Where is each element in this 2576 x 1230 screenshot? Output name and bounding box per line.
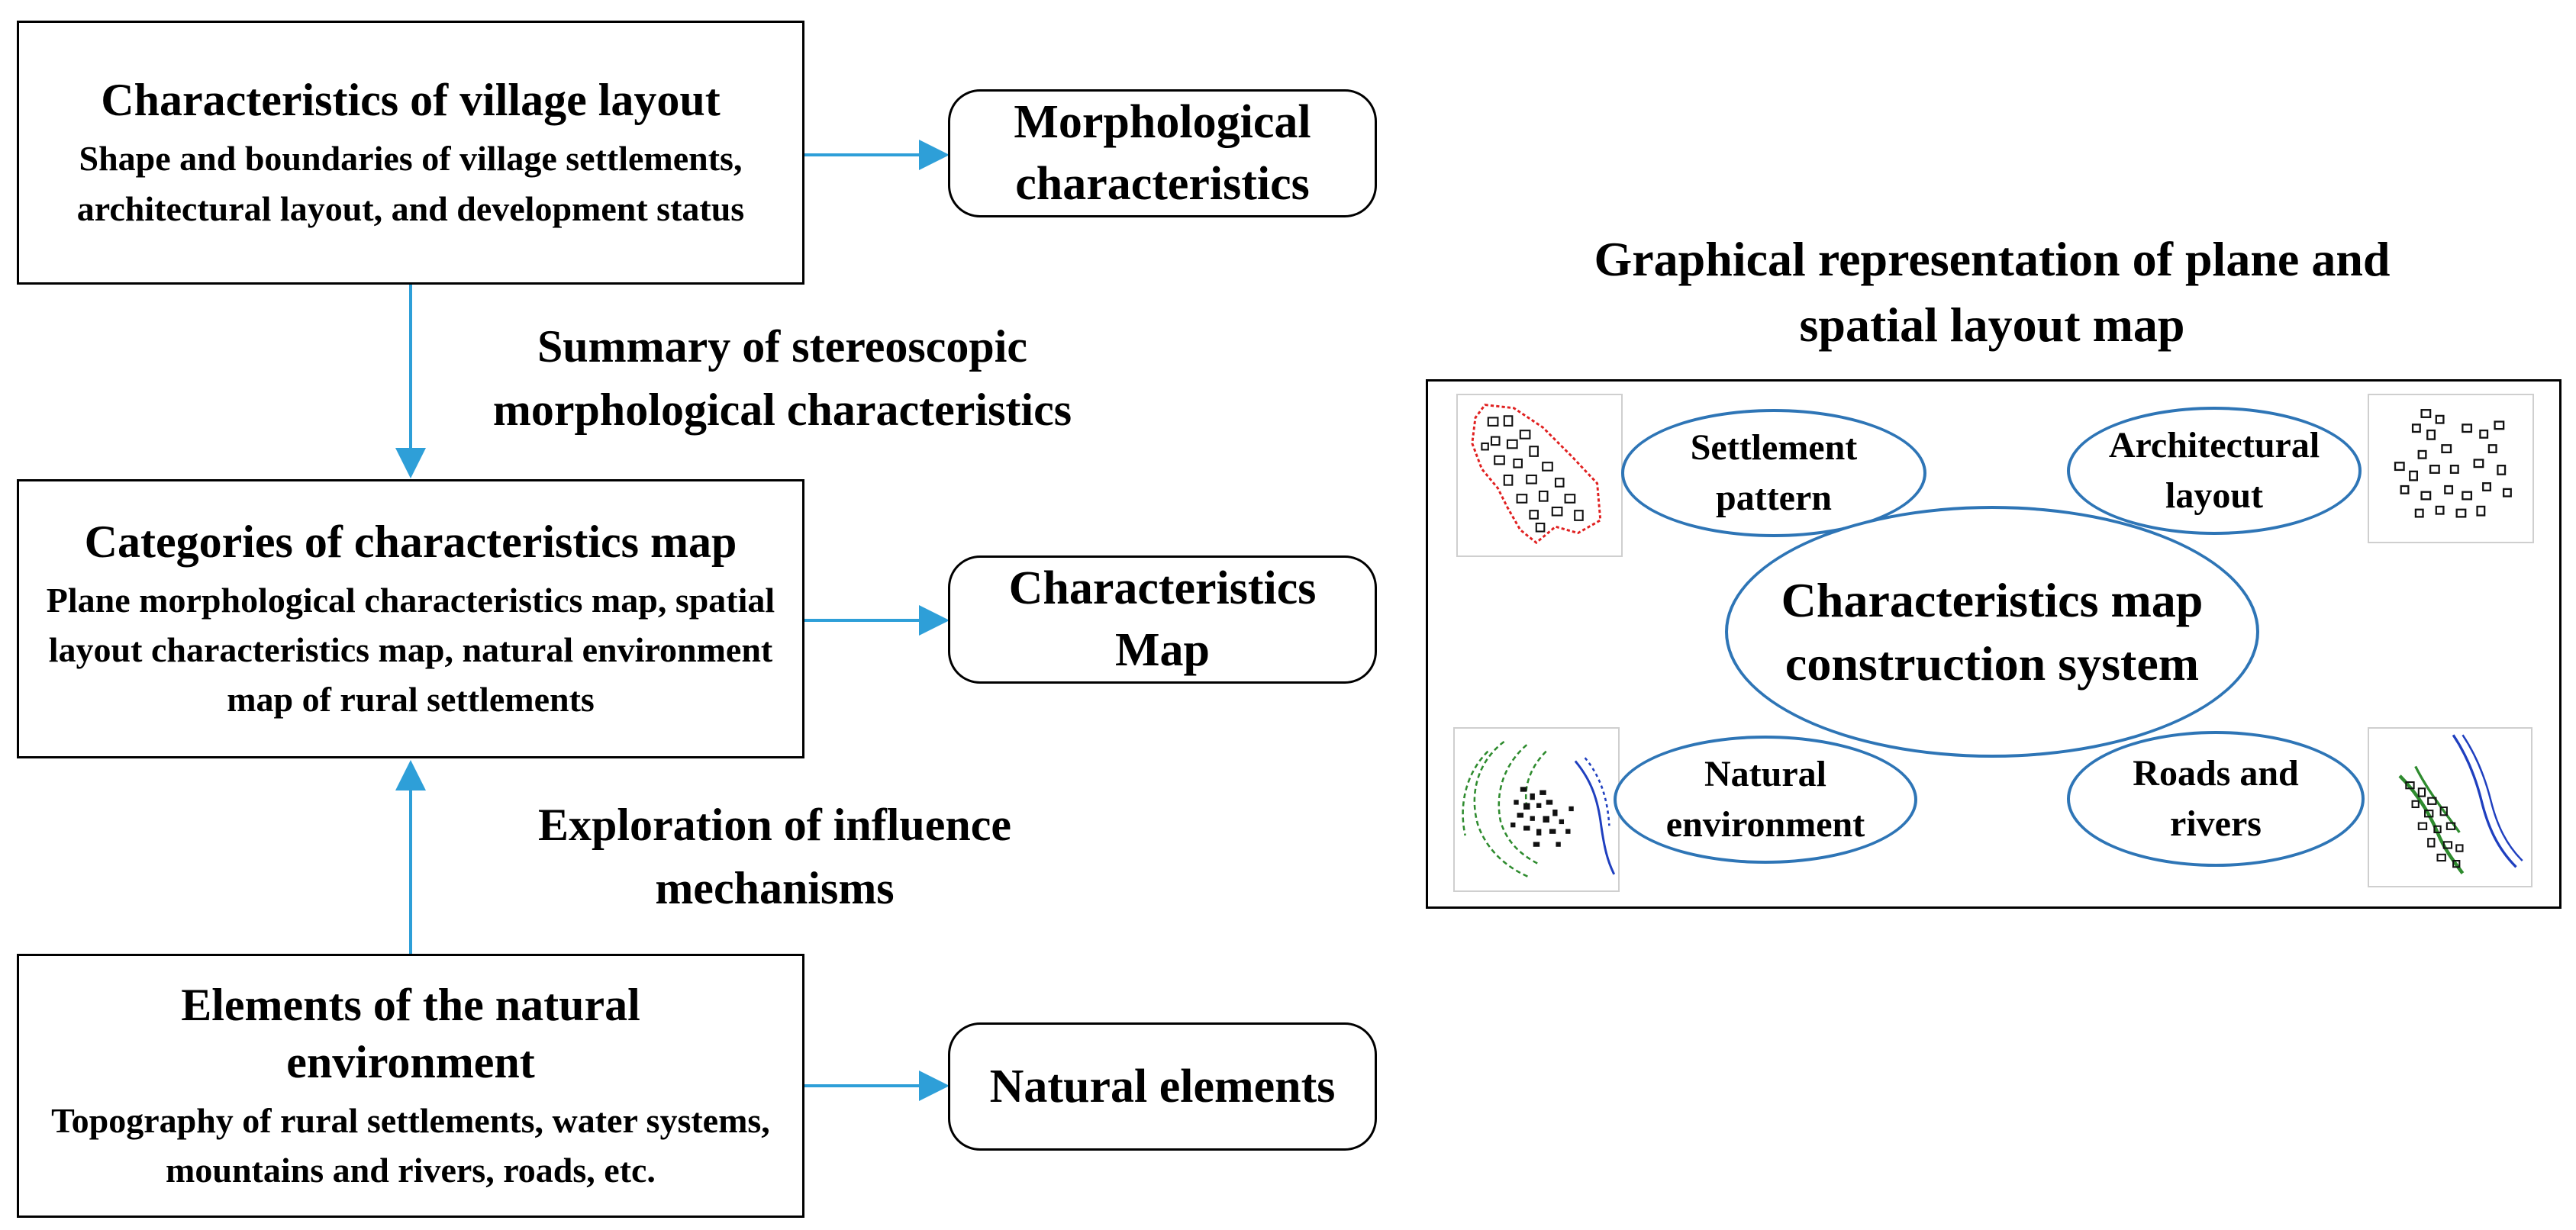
settlement-pattern-label: Settlement pattern [1690, 427, 1858, 518]
morphological-characteristics-box: Morphological characteristics [948, 89, 1377, 217]
right-panel-heading: Graphical representation of plane and sp… [1594, 232, 2391, 352]
characteristics-map-output-label: Characteristics Map [1008, 562, 1317, 676]
natural-environment-ellipse: Natural environment [1614, 736, 1917, 864]
roads-and-rivers-image [2398, 734, 2523, 874]
settlement-boundary [1471, 404, 1602, 545]
contour-line [1473, 740, 1531, 879]
river-line [2462, 734, 2523, 861]
village-layout-box: Characteristics of village layout Shape … [17, 21, 804, 285]
natural-environment-title: Elements of the natural environment [181, 979, 640, 1087]
center-label: Characteristics map construction system [1781, 572, 2204, 691]
morphological-characteristics-label: Morphological characteristics [1014, 96, 1311, 210]
settlement-pattern-image [1471, 404, 1602, 545]
contour-line [1462, 750, 1489, 836]
roads-and-rivers-ellipse: Roads and rivers [2067, 731, 2365, 867]
roads-and-rivers-label: Roads and rivers [2133, 752, 2299, 844]
natural-elements-label: Natural elements [989, 1060, 1336, 1112]
village-layout-title: Characteristics of village layout [101, 75, 721, 126]
characteristics-map-title: Categories of characteristics map [84, 516, 737, 567]
architectural-layout-ellipse: Architectural layout [2067, 407, 2362, 535]
architectural-layout-image [2394, 409, 2512, 518]
natural-environment-image [1462, 740, 1616, 879]
architectural-layout-label: Architectural layout [2108, 424, 2320, 516]
contour-line [1524, 750, 1547, 807]
natural-environment-thumbnail [1453, 727, 1620, 892]
river-line [1584, 757, 1610, 826]
roads-and-rivers-thumbnail [2368, 727, 2532, 887]
exploration-label: Exploration of influence mechanisms [537, 800, 1011, 913]
natural-environment-description: Topography of rural settlements, water s… [51, 1100, 770, 1190]
characteristics-map-output-box: Characteristics Map [948, 555, 1377, 684]
natural-elements-box: Natural elements [948, 1022, 1377, 1151]
architectural-layout-thumbnail [2368, 394, 2534, 543]
river-line [2452, 734, 2517, 868]
summary-label: Summary of stereoscopic morphological ch… [492, 321, 1072, 435]
characteristics-map-description: Plane morphological characteristics map,… [46, 580, 775, 720]
center-ellipse: Characteristics map construction system [1725, 506, 2259, 758]
natural-environment-label: Natural environment [1665, 753, 1865, 845]
contour-line [1498, 744, 1540, 866]
characteristics-map-box: Categories of characteristics map Plane … [17, 479, 804, 758]
river-line [1574, 760, 1616, 875]
natural-environment-box: Elements of the natural environment Topo… [17, 954, 804, 1218]
settlement-pattern-thumbnail [1456, 394, 1623, 557]
settlement-pattern-ellipse: Settlement pattern [1621, 409, 1926, 537]
village-layout-description: Shape and boundaries of village settleme… [76, 139, 745, 228]
